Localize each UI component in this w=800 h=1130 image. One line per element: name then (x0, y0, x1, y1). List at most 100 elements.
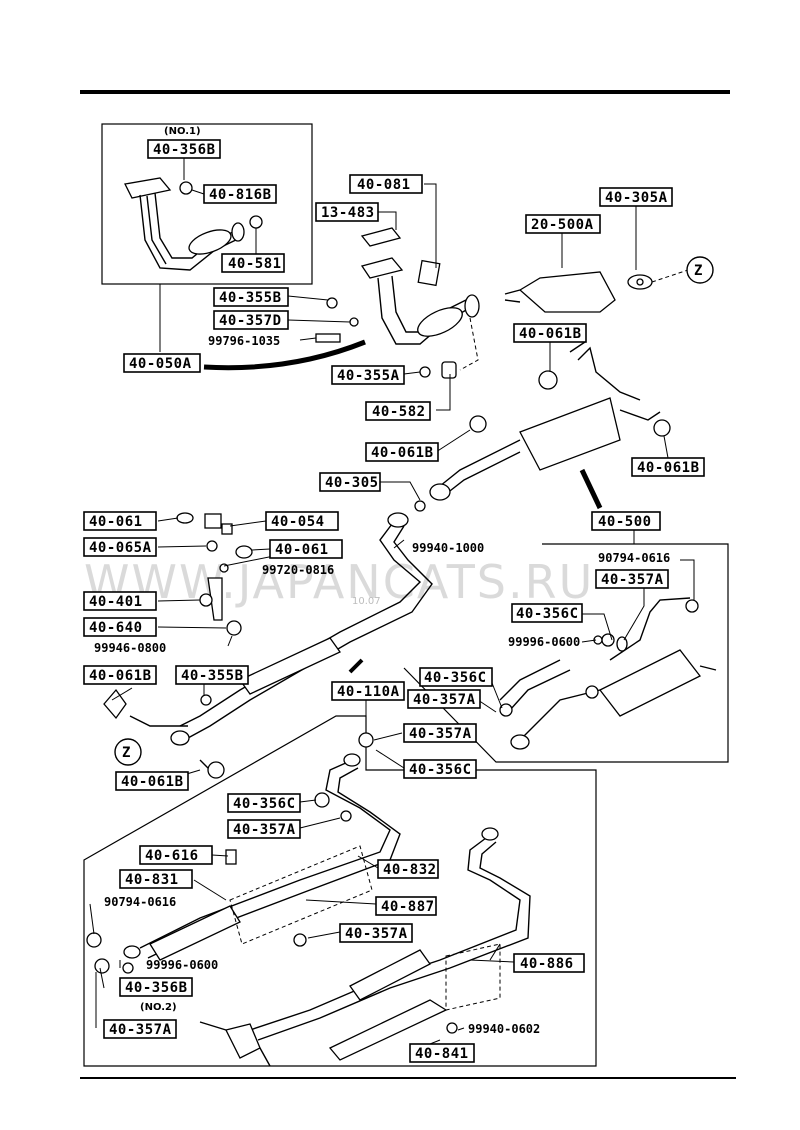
svg-text:40-401: 40-401 (89, 594, 143, 610)
svg-text:20-500A: 20-500A (531, 217, 594, 233)
rear-silencer-500-drawing (499, 597, 717, 750)
label-40-616[interactable]: 40-616 (139, 845, 213, 865)
label-40-081[interactable]: 40-081 (349, 174, 423, 194)
label-40-401[interactable]: 40-401 (83, 591, 157, 611)
svg-text:40-356C: 40-356C (424, 670, 487, 686)
callout-z-top-letter: Z (694, 263, 703, 279)
label-40-065A[interactable]: 40-065A (83, 537, 157, 557)
label-40-355B-a[interactable]: 40-355B (213, 287, 289, 307)
svg-text:40-356B: 40-356B (153, 142, 216, 158)
label-40-357A-f[interactable]: 40-357A (103, 1019, 177, 1039)
svg-text:40-061: 40-061 (89, 514, 143, 530)
label-40-581[interactable]: 40-581 (221, 253, 285, 273)
svg-text:40-357A: 40-357A (601, 572, 664, 588)
pn-99720-0816[interactable]: 99720-0816 (262, 563, 334, 577)
label-40-356B-b[interactable]: 40-356B (119, 977, 193, 997)
svg-text:40-356B: 40-356B (125, 980, 188, 996)
label-40-305[interactable]: 40-305 (319, 472, 381, 492)
label-40-357A-e[interactable]: 40-357A (339, 923, 413, 943)
center-silencer-drawing (414, 341, 671, 512)
pn-99940-1000[interactable]: 99940-1000 (412, 541, 484, 555)
label-40-355B-b[interactable]: 40-355B (175, 665, 249, 685)
svg-text:40-816B: 40-816B (209, 187, 272, 203)
label-20-500A[interactable]: 20-500A (525, 214, 601, 234)
label-40-061-a[interactable]: 40-061 (83, 511, 157, 531)
svg-text:40-061: 40-061 (275, 542, 329, 558)
svg-text:40-061B: 40-061B (89, 668, 152, 684)
label-40-357A-c[interactable]: 40-357A (403, 723, 477, 743)
svg-text:40-305A: 40-305A (605, 190, 668, 206)
svg-text:40-356C: 40-356C (409, 762, 472, 778)
svg-text:40-061B: 40-061B (121, 774, 184, 790)
svg-text:40-357A: 40-357A (233, 822, 296, 838)
label-40-357A-a[interactable]: 40-357A (595, 569, 669, 589)
label-40-061B-c[interactable]: 40-061B (631, 457, 705, 477)
svg-text:40-061B: 40-061B (371, 445, 434, 461)
part-number-labels: 99796-1035 99940-1000 99720-0816 90794-0… (94, 334, 670, 1036)
label-40-887[interactable]: 40-887 (375, 896, 437, 916)
pn-90794-0616-a[interactable]: 90794-0616 (598, 551, 670, 565)
label-40-061B-e[interactable]: 40-061B (115, 771, 189, 791)
svg-text:40-357A: 40-357A (413, 692, 476, 708)
label-40-357D[interactable]: 40-357D (213, 310, 289, 330)
svg-text:40-887: 40-887 (381, 899, 435, 915)
note-no1: (NO.1) (164, 126, 201, 137)
label-40-054[interactable]: 40-054 (265, 511, 339, 531)
svg-text:40-061B: 40-061B (637, 460, 700, 476)
label-40-050A[interactable]: 40-050A (123, 353, 201, 373)
label-40-356C-a[interactable]: 40-356C (511, 603, 583, 623)
pn-99940-0602[interactable]: 99940-0602 (468, 1022, 540, 1036)
svg-text:40-054: 40-054 (271, 514, 325, 530)
label-40-356C-c[interactable]: 40-356C (403, 759, 477, 779)
svg-text:40-831: 40-831 (125, 872, 179, 888)
label-40-356B-a[interactable]: 40-356B (147, 139, 221, 159)
svg-text:40-065A: 40-065A (89, 540, 152, 556)
left-hardware-drawing (103, 512, 253, 779)
svg-text:40-357A: 40-357A (345, 926, 408, 942)
svg-text:40-357A: 40-357A (409, 726, 472, 742)
label-40-061B-a[interactable]: 40-061B (513, 323, 587, 343)
watermark: WWW.JAPANCATS.RU (84, 555, 594, 609)
svg-text:40-061B: 40-061B (519, 326, 582, 342)
main-pipe-drawing (129, 512, 433, 771)
label-40-305A[interactable]: 40-305A (599, 187, 673, 207)
svg-text:40-616: 40-616 (145, 848, 199, 864)
label-40-355A[interactable]: 40-355A (331, 365, 405, 385)
callout-z-left (114, 738, 142, 766)
svg-text:13-483: 13-483 (321, 205, 375, 221)
label-40-841[interactable]: 40-841 (409, 1043, 475, 1063)
svg-text:40-841: 40-841 (415, 1046, 469, 1062)
svg-text:40-357A: 40-357A (109, 1022, 172, 1038)
label-40-356C-b[interactable]: 40-356C (419, 667, 493, 687)
label-40-357A-d[interactable]: 40-357A (227, 819, 301, 839)
pn-90794-0616-b[interactable]: 90794-0616 (104, 895, 176, 909)
inset-frame-110a (83, 715, 597, 1067)
label-40-831[interactable]: 40-831 (119, 869, 193, 889)
pn-99946-0800[interactable]: 99946-0800 (94, 641, 166, 655)
pn-99996-0600-a[interactable]: 99996-0600 (508, 635, 580, 649)
svg-text:40-582: 40-582 (372, 404, 426, 420)
pipe-110a-drawing (123, 732, 401, 961)
label-40-061B-d[interactable]: 40-061B (83, 665, 157, 685)
label-40-582[interactable]: 40-582 (365, 401, 431, 421)
pn-99796-1035[interactable]: 99796-1035 (208, 334, 280, 348)
label-13-483[interactable]: 13-483 (315, 202, 379, 222)
label-40-357A-b[interactable]: 40-357A (407, 689, 481, 709)
arrow-050a (203, 339, 366, 371)
label-40-816B[interactable]: 40-816B (203, 184, 277, 204)
label-40-500[interactable]: 40-500 (591, 511, 661, 531)
label-40-061B-b[interactable]: 40-061B (365, 442, 439, 462)
label-40-356C-d[interactable]: 40-356C (227, 793, 301, 813)
svg-text:40-050A: 40-050A (129, 356, 192, 372)
label-40-061-b[interactable]: 40-061 (269, 539, 343, 559)
svg-text:40-886: 40-886 (520, 956, 574, 972)
label-40-886[interactable]: 40-886 (513, 953, 585, 973)
label-40-832[interactable]: 40-832 (377, 859, 439, 879)
inset-frame-no1 (101, 123, 313, 285)
pn-99996-0600-b[interactable]: 99996-0600 (146, 958, 218, 972)
svg-text:40-357D: 40-357D (219, 313, 282, 329)
label-40-640[interactable]: 40-640 (83, 617, 157, 637)
svg-text:40-832: 40-832 (383, 862, 437, 878)
label-40-110A[interactable]: 40-110A (331, 681, 405, 701)
